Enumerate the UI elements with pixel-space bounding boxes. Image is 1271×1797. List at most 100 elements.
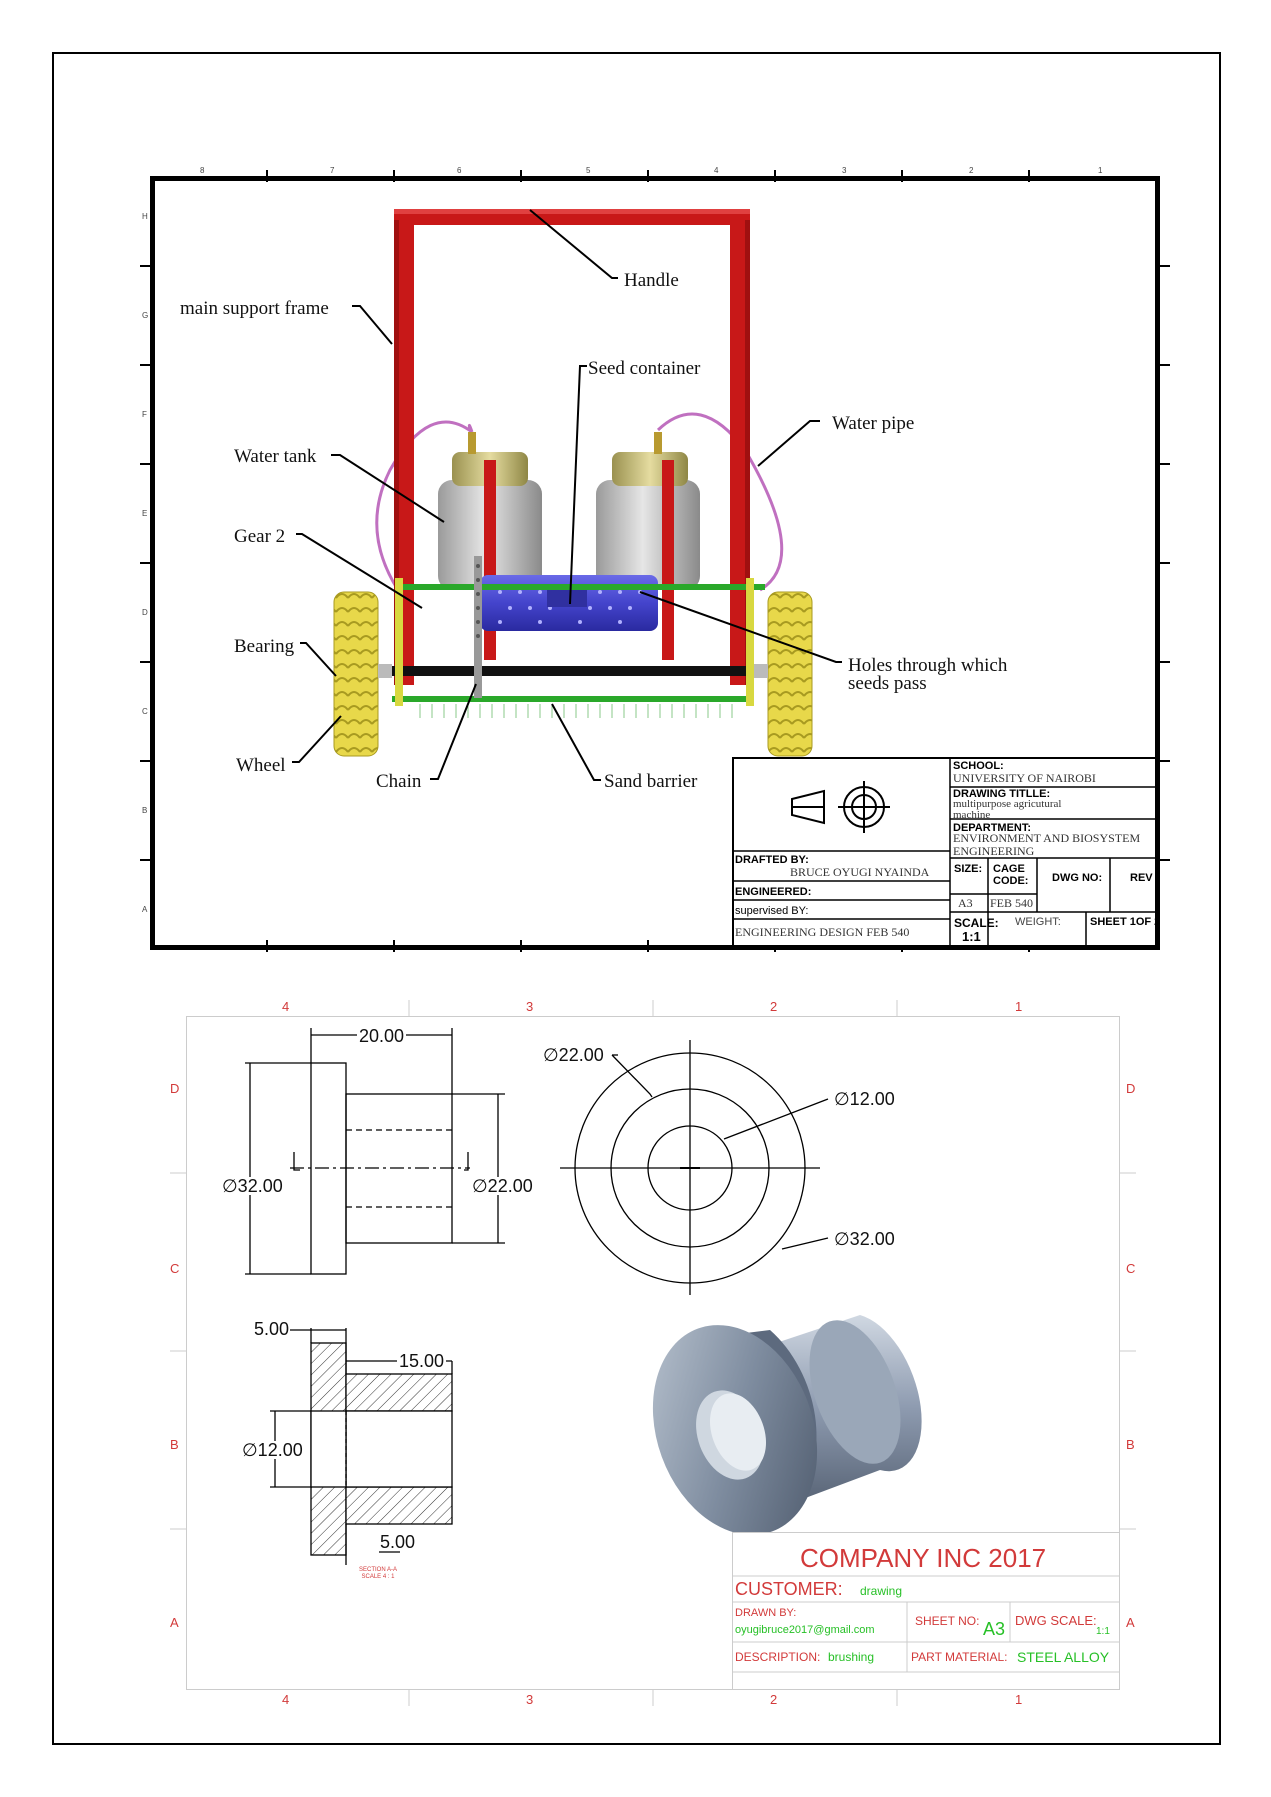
tb-course-value: ENGINEERING DESIGN FEB 540 (735, 925, 910, 939)
part-material-value: STEEL ALLOY (1017, 1649, 1110, 1665)
border-col-label: 7 (330, 166, 335, 175)
label-handle: Handle (624, 270, 679, 291)
border-row-label: B (142, 806, 148, 815)
zone-row-label: B (1126, 1437, 1135, 1452)
lower-rod (392, 696, 752, 702)
dim-section-flange: 5.00 (254, 1319, 290, 1339)
border-col-label: 3 (842, 166, 847, 175)
border-col-label: 8 (200, 166, 205, 175)
zone-row-label: C (1126, 1261, 1136, 1276)
tb-drawing-title-value-2: machine (953, 809, 991, 821)
label-gear-2: Gear 2 (234, 526, 286, 547)
company-name: COMPANY INC 2017 (800, 1543, 1047, 1573)
label-bearing: Bearing (234, 636, 295, 657)
label-wheel: Wheel (236, 755, 286, 776)
border-row-label: G (142, 311, 149, 320)
zone-row-label: D (170, 1081, 180, 1096)
bottom-title-block-lines (732, 1575, 1120, 1673)
tb-department-label: DEPARTMENT: (953, 822, 1032, 834)
bottom-drawing-sheet (186, 1016, 1120, 1690)
customer-value: drawing (860, 1584, 903, 1598)
label-sand-barrier: Sand barrier (604, 771, 698, 792)
zone-row-label: C (170, 1261, 180, 1276)
tb-rev-label: REV (1130, 872, 1153, 884)
label-water-pipe: Water pipe (832, 413, 915, 434)
water-pipe-left (375, 420, 473, 591)
projection-symbol-icon (791, 781, 890, 833)
drawn-by-value: oyugibruce2017@gmail.com (735, 1624, 875, 1636)
zone-row-label: D (1126, 1081, 1136, 1096)
tb-sheet-label: SHEET 1OF 2 (1090, 916, 1161, 928)
dim-flange-width: 20.00 (357, 1026, 407, 1046)
zone-col-label: 2 (770, 1692, 778, 1707)
dim-inner-diameter: ∅22.00 (470, 1176, 535, 1196)
tb-school-value: UNIVERSITY OF NAIROBI (953, 771, 1096, 785)
tb-drawing-title-label: DRAWING TITLLE: (953, 788, 1051, 800)
agricultural-machine-illustration (292, 209, 842, 781)
description-label: DESCRIPTION: (735, 1650, 821, 1664)
border-row-label: C (142, 707, 148, 716)
page-border (52, 52, 1221, 1745)
dim-front-dia-32: ∅32.00 (834, 1229, 895, 1249)
front-view (560, 1040, 829, 1295)
zone-row-label: A (170, 1615, 179, 1630)
zone-col-label: 4 (282, 1692, 290, 1707)
tb-department-value: ENVIRONMENT AND BIOSYSTEM (953, 831, 1141, 845)
label-chain: Chain (376, 771, 422, 792)
zone-col-label: 1 (1015, 1692, 1023, 1707)
zone-col-label: 3 (526, 1692, 534, 1707)
tb-cage-code-value: FEB 540 (990, 896, 1034, 910)
border-row-label: A (142, 905, 148, 914)
dim-section-bottom: 5.00 (380, 1532, 416, 1552)
border-col-label: 5 (586, 166, 591, 175)
tb-supervised-label: supervised BY: (735, 905, 809, 917)
label-holes-line2: seeds pass (848, 673, 927, 694)
tb-cage-code-label: CAGE (993, 863, 1025, 875)
tb-scale-value: 1:1 (962, 929, 981, 944)
zone-col-label: 4 (282, 999, 290, 1014)
border-row-label: D (142, 608, 148, 617)
tb-scale-label: SCALE: (954, 916, 999, 930)
part-material-label: PART MATERIAL: (911, 1650, 1008, 1664)
dwg-scale-label: DWG SCALE: (1015, 1613, 1097, 1628)
border-row-label: F (142, 410, 147, 419)
label-holes-line1: Holes through which (848, 655, 1008, 676)
sheet-no-label: SHEET NO: (915, 1614, 980, 1628)
tb-department-value-2: ENGINEERING (953, 844, 1035, 858)
drive-shaft (372, 666, 772, 676)
tb-drafted-by-label: DRAFTED BY: (735, 854, 809, 866)
tb-drawing-title-value: multipurpose agricutural (953, 798, 1062, 810)
label-seed-container: Seed container (588, 358, 701, 379)
zone-row-label: B (170, 1437, 179, 1452)
dim-front-dia-12: ∅12.00 (834, 1089, 895, 1109)
border-col-label: 4 (714, 166, 719, 175)
bottom-title-block (732, 1532, 1120, 1690)
zone-row-label: A (1126, 1615, 1135, 1630)
border-col-label: 6 (457, 166, 462, 175)
border-row-label: E (142, 509, 148, 518)
customer-label: CUSTOMER: (735, 1579, 843, 1599)
tb-cage-code-label-2: CODE: (993, 875, 1029, 887)
tb-school-label: SCHOOL: (953, 760, 1004, 772)
border-col-label: 2 (969, 166, 974, 175)
label-main-support-frame: main support frame (180, 298, 329, 319)
dim-outer-diameter: ∅32.00 (220, 1176, 285, 1196)
tb-size-label: SIZE: (954, 863, 983, 875)
tb-dwg-no-label: DWG NO: (1052, 872, 1103, 884)
bottom-zone-ticks (170, 1000, 1136, 1706)
tb-size-value: A3 (958, 896, 973, 910)
description-value: brushing (828, 1650, 875, 1664)
tb-drafted-by-value: BRUCE OYUGI NYAINDA (790, 865, 930, 879)
border-col-label: 1 (1098, 166, 1103, 175)
label-water-tank: Water tank (234, 446, 317, 467)
dim-front-dia-22: ∅22.00 (543, 1045, 604, 1065)
isometric-bushing (652, 1315, 922, 1535)
section-note-line2: SCALE 4 : 1 (361, 1574, 395, 1580)
section-view (270, 1328, 453, 1565)
dim-section-length: 15.00 (397, 1351, 447, 1371)
section-note-line1: SECTION A-A (358, 1567, 397, 1573)
zone-col-label: 2 (770, 999, 778, 1014)
dwg-scale-value: 1:1 (1096, 1626, 1110, 1637)
tb-weight-label: WEIGHT: (1015, 916, 1061, 928)
side-view (245, 1028, 505, 1275)
